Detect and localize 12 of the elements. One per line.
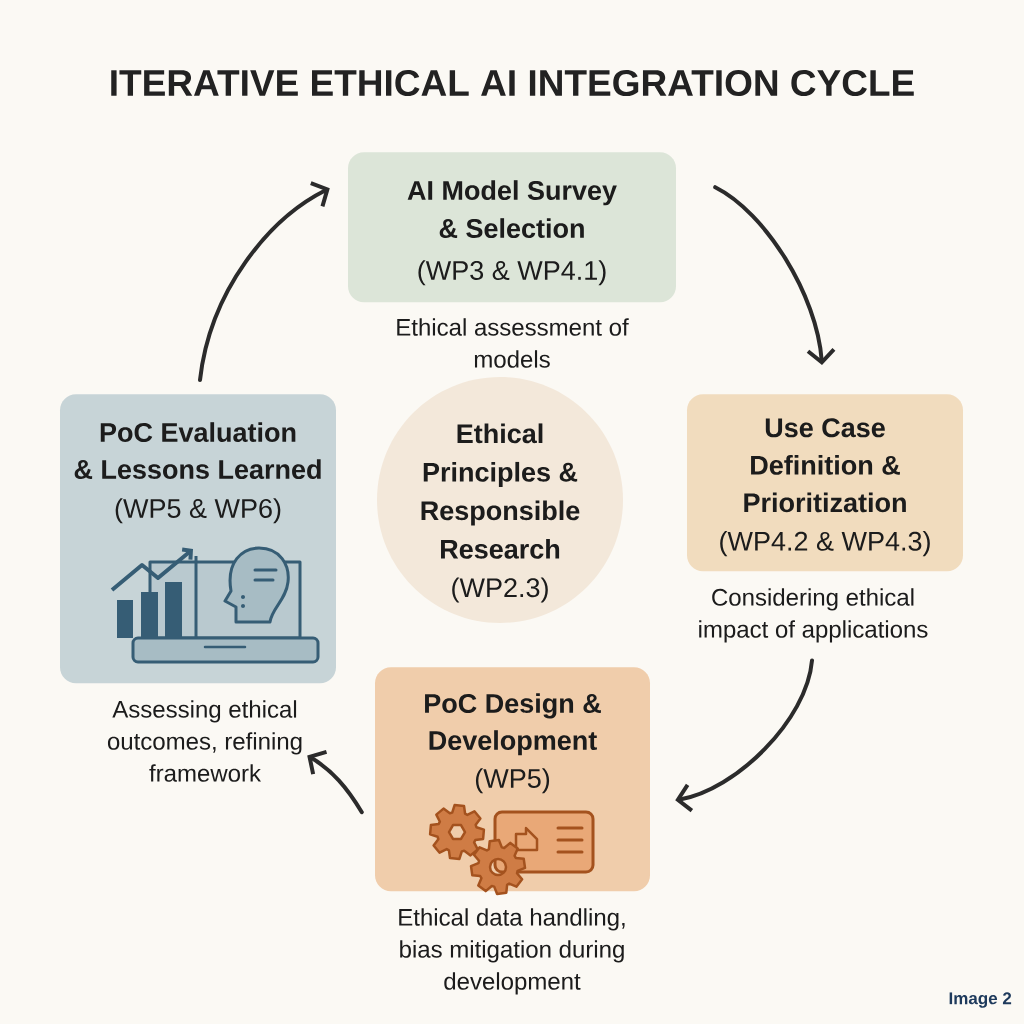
stage-description: Ethical assessment of models (397, 318, 629, 368)
arrow (307, 749, 364, 815)
stage-box: Use Case Definition & Prioritization (WP4.2 & WP4.3) (687, 394, 963, 572)
title: ITERATIVE ETHICAL AI INTEGRATION CYCLE (111, 69, 914, 97)
stage-box: AI Model Survey & Selection (WP3 & WP4.1) (348, 152, 676, 303)
stage-description: Considering ethical impact of applications (699, 588, 928, 643)
arrow (198, 181, 330, 382)
figure-label: Image 2 (949, 992, 1012, 1008)
arrow (713, 185, 836, 365)
stage-description: Assessing ethical outcomes, refining framework (107, 700, 302, 782)
stage-description: Ethical data handling, bias mitigation during development (399, 908, 625, 995)
arrow (675, 658, 814, 813)
